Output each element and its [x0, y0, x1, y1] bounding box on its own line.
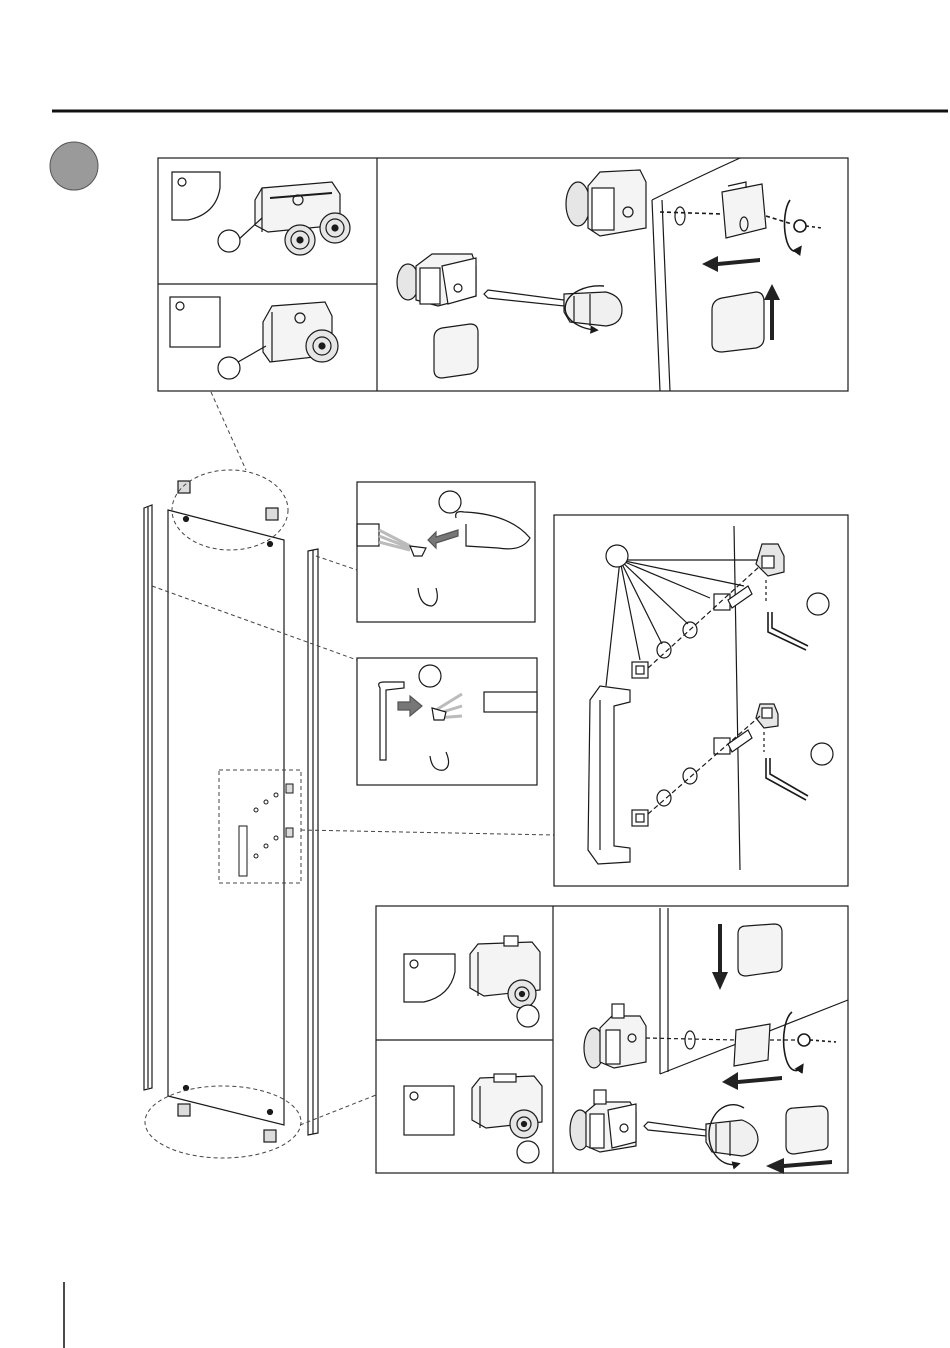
- screwdriver-icon: [484, 290, 622, 326]
- callout-circle: [439, 491, 461, 513]
- end-cap-icon: [434, 324, 478, 378]
- square-tray-icon: [170, 297, 220, 347]
- curved-tray-icon: [404, 954, 455, 1002]
- callout-circle: [517, 1141, 539, 1163]
- roller-icon: [397, 254, 476, 306]
- direction-arrow-icon: [712, 924, 728, 990]
- curved-tray-icon: [172, 172, 220, 220]
- roller-icon: [238, 302, 338, 362]
- callout-circle: [419, 665, 441, 687]
- callout-circle: [606, 545, 628, 567]
- callout-circle: [807, 593, 829, 615]
- rotate-arrow-icon: [784, 1012, 836, 1071]
- roller-icon: [570, 1090, 636, 1152]
- allen-key-icon: [768, 612, 808, 650]
- screwdriver-icon: [644, 1120, 758, 1156]
- direction-arrow-icon: [766, 1158, 832, 1174]
- square-tray-icon: [404, 1086, 454, 1135]
- roller-icon: [584, 1004, 646, 1068]
- end-cap-icon: [712, 292, 764, 352]
- roller-icon: [470, 936, 540, 1008]
- handle-panel: [554, 515, 848, 886]
- door-elevation: [144, 481, 318, 1142]
- step-marker: [50, 142, 98, 190]
- end-cap-icon: [722, 182, 766, 238]
- roller-icon: [566, 170, 646, 236]
- roller-icon: [238, 182, 350, 255]
- direction-arrow-icon: [702, 256, 760, 272]
- callout-circle: [517, 1005, 539, 1027]
- roller-icon: [472, 1074, 542, 1138]
- direction-arrow-icon: [722, 1072, 782, 1090]
- allen-key-icon: [766, 758, 808, 800]
- end-cap-icon: [786, 1106, 828, 1154]
- magnetic-seal-panel: [357, 658, 537, 785]
- direction-arrow-icon: [764, 284, 780, 340]
- callout-circle: [218, 230, 240, 252]
- callout-circle: [218, 357, 240, 379]
- callout-circle: [811, 743, 833, 765]
- end-cap-icon: [738, 924, 782, 976]
